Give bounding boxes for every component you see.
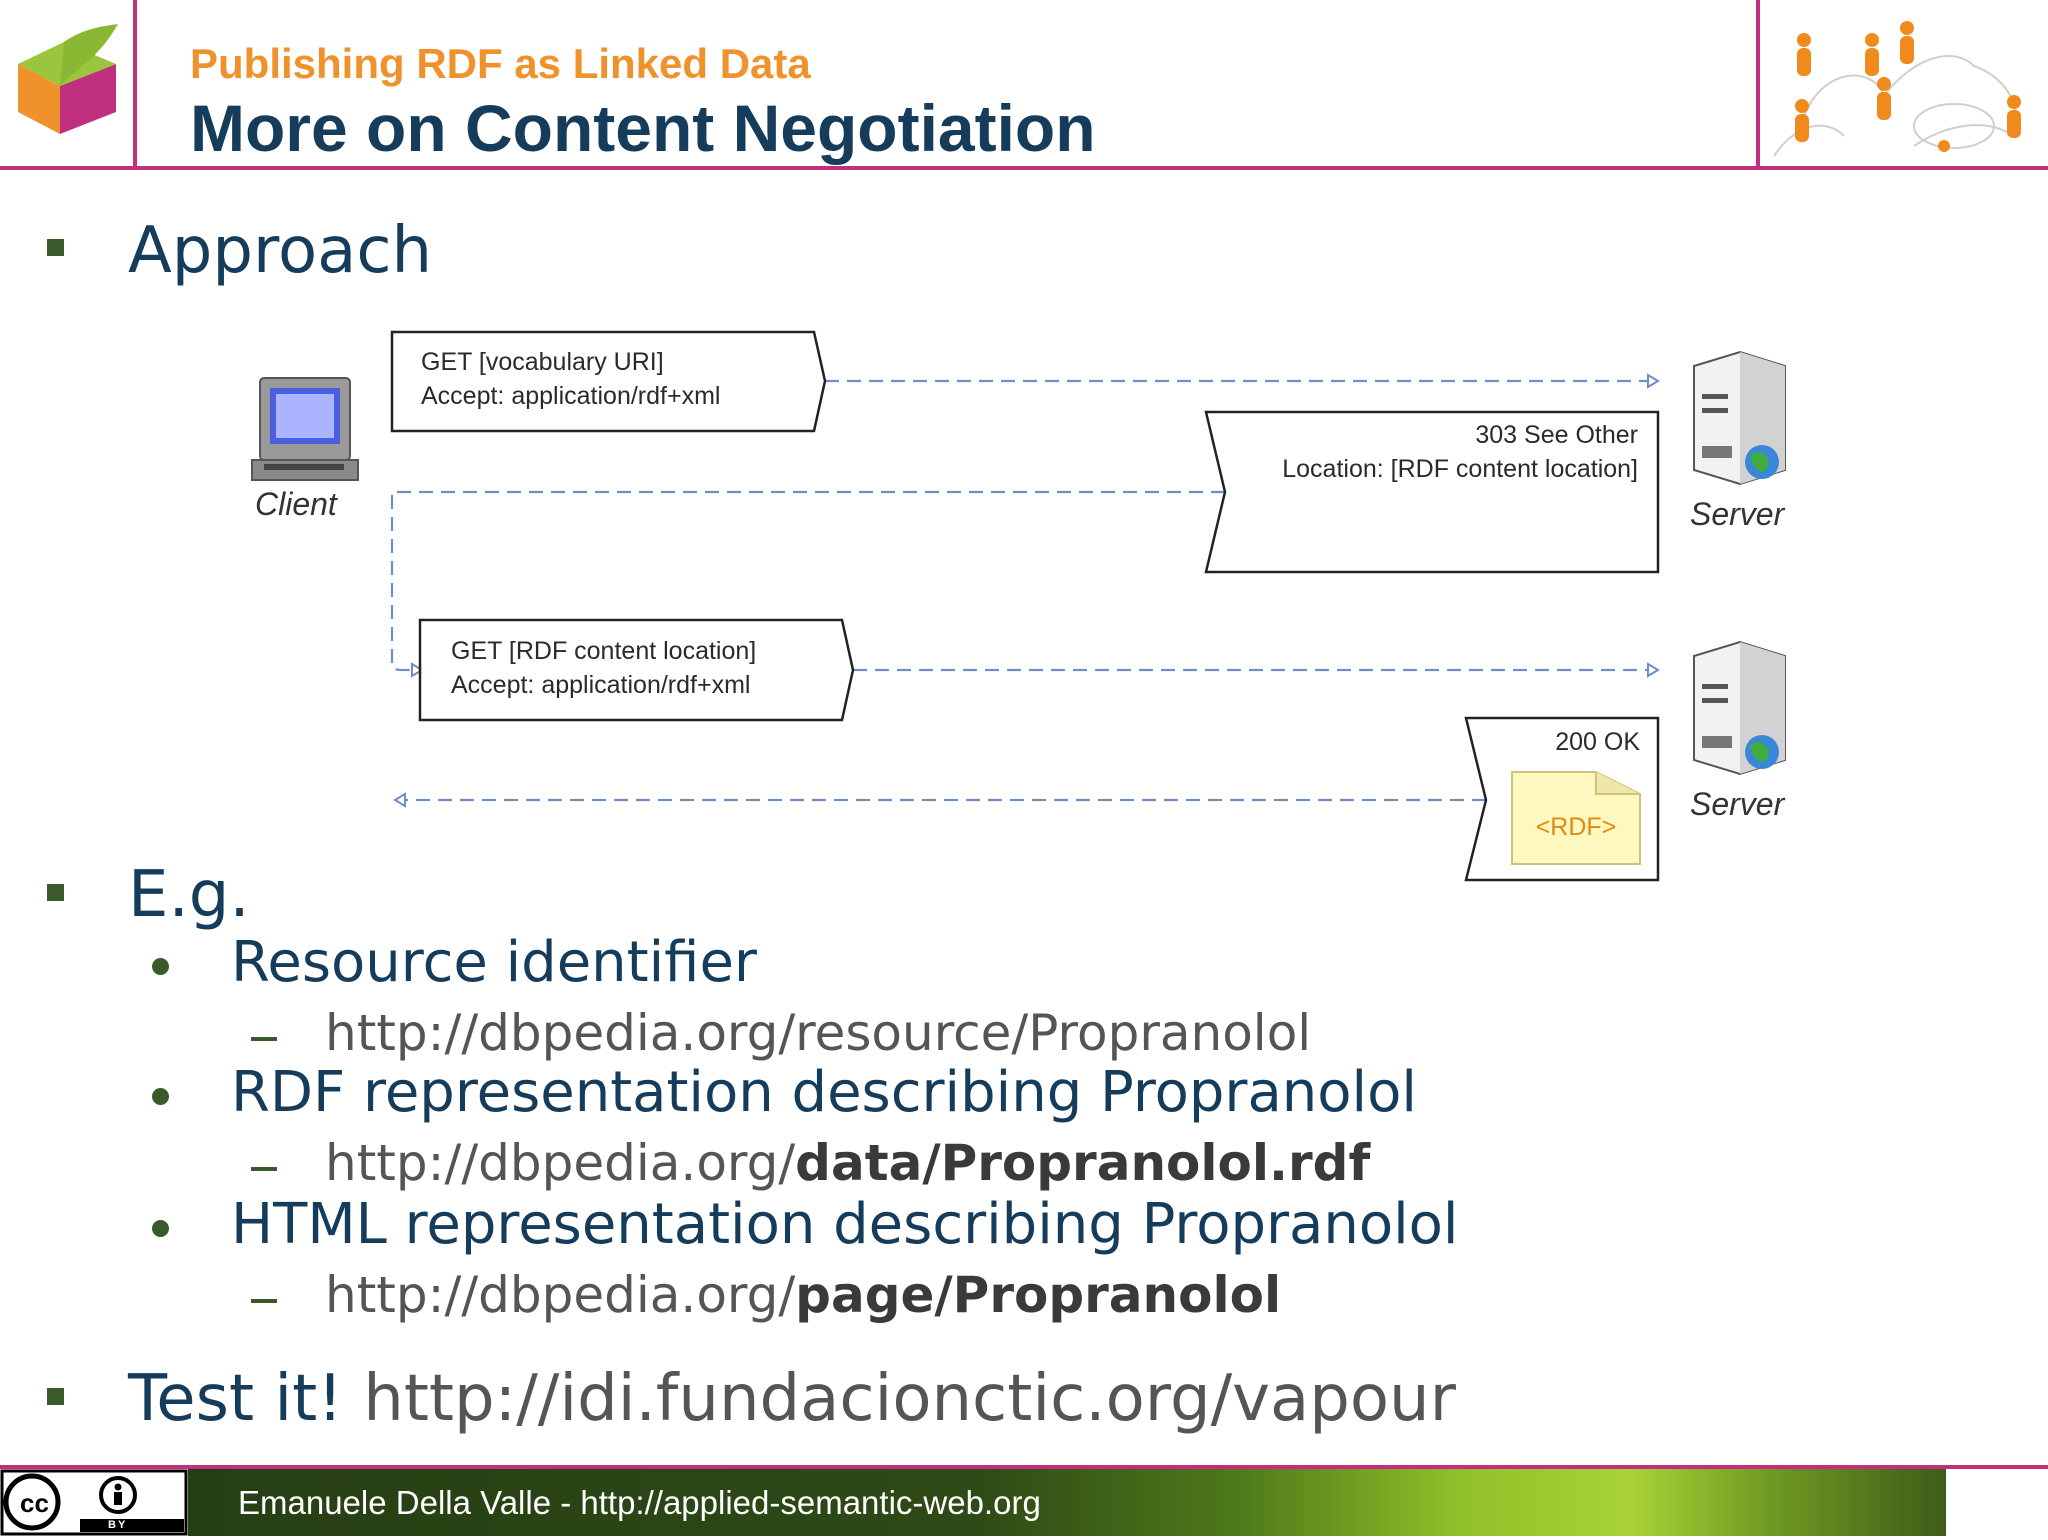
license-badge[interactable]: cc BY [0,1469,188,1536]
server-icon-2 [1693,640,1786,776]
arrowhead-1 [1647,373,1660,389]
rdf-doc-label: <RDF> [1535,813,1617,841]
client-label: Client [255,486,337,522]
resource-identifier-url: http://dbpedia.org/resource/Propranolol [325,1004,1312,1062]
arrowhead-2 [411,662,424,678]
header-divider-right [1756,0,1760,168]
arrowhead-3 [1647,662,1660,678]
client-computer-icon [251,377,359,481]
bullet-dot [152,1088,169,1105]
bullet-square [47,239,64,256]
msg2-line2: Location: [RDF content location] [1282,455,1638,483]
arrowhead-4 [393,792,406,808]
footer-text: Emanuele Della Valle - http://applied-se… [238,1484,1041,1521]
html-representation-url: http://dbpedia.org/page/Propranolol [325,1266,1282,1324]
cube-logo-icon [18,24,118,134]
bullet-square [47,1388,64,1405]
message-box-303 [1204,410,1660,574]
msg4-line1: 200 OK [1555,728,1640,756]
by-text: BY [108,1519,128,1531]
resource-identifier-label: Resource identifier [231,930,757,995]
test-it-link[interactable]: http://idi.fundacionctic.org/vapour [363,1362,1456,1436]
footer-rule [0,1465,2048,1469]
message-box-get-rdf [418,618,855,722]
msg1-line2: Accept: application/rdf+xml [421,382,721,410]
bullet-dash [251,1167,277,1171]
bullet-approach: Approach [128,214,433,288]
cc-icon [3,1473,61,1531]
people-network-icon [1773,21,2021,157]
bullet-dot [152,958,169,975]
server-label-2: Server [1690,786,1785,822]
bullet-eg: E.g. [128,858,250,932]
rdf-representation-label: RDF representation describing Propranolo… [231,1060,1417,1125]
header-rule [0,166,2048,170]
bullet-square [47,884,64,901]
cc-text: cc [20,1488,49,1518]
slide-title: More on Content Negotiation [190,91,1096,165]
footer-band [188,1469,1946,1536]
redirect-arrow [390,490,1225,672]
msg1-line1: GET [vocabulary URI] [421,348,664,376]
message-box-get-vocabulary [390,330,827,433]
test-it-label: Test it! [128,1362,343,1436]
rdf-representation-url: http://dbpedia.org/data/Propranolol.rdf [325,1134,1371,1192]
server-icon-1 [1693,350,1786,486]
bullet-dash [251,1299,277,1303]
server-label-1: Server [1690,496,1785,532]
msg2-line1: 303 See Other [1475,421,1638,449]
bullet-dot [152,1220,169,1237]
rdf-document-icon [1511,771,1641,865]
content-negotiation-diagram [251,330,1786,882]
slide-subtitle: Publishing RDF as Linked Data [190,40,811,87]
msg3-line2: Accept: application/rdf+xml [451,671,751,699]
msg3-line1: GET [RDF content location] [451,637,757,665]
html-representation-label: HTML representation describing Propranol… [231,1192,1459,1257]
header-divider-left [133,0,137,168]
bullet-dash [251,1037,277,1041]
test-it-line: Test it! http://idi.fundacionctic.org/va… [128,1362,1456,1436]
